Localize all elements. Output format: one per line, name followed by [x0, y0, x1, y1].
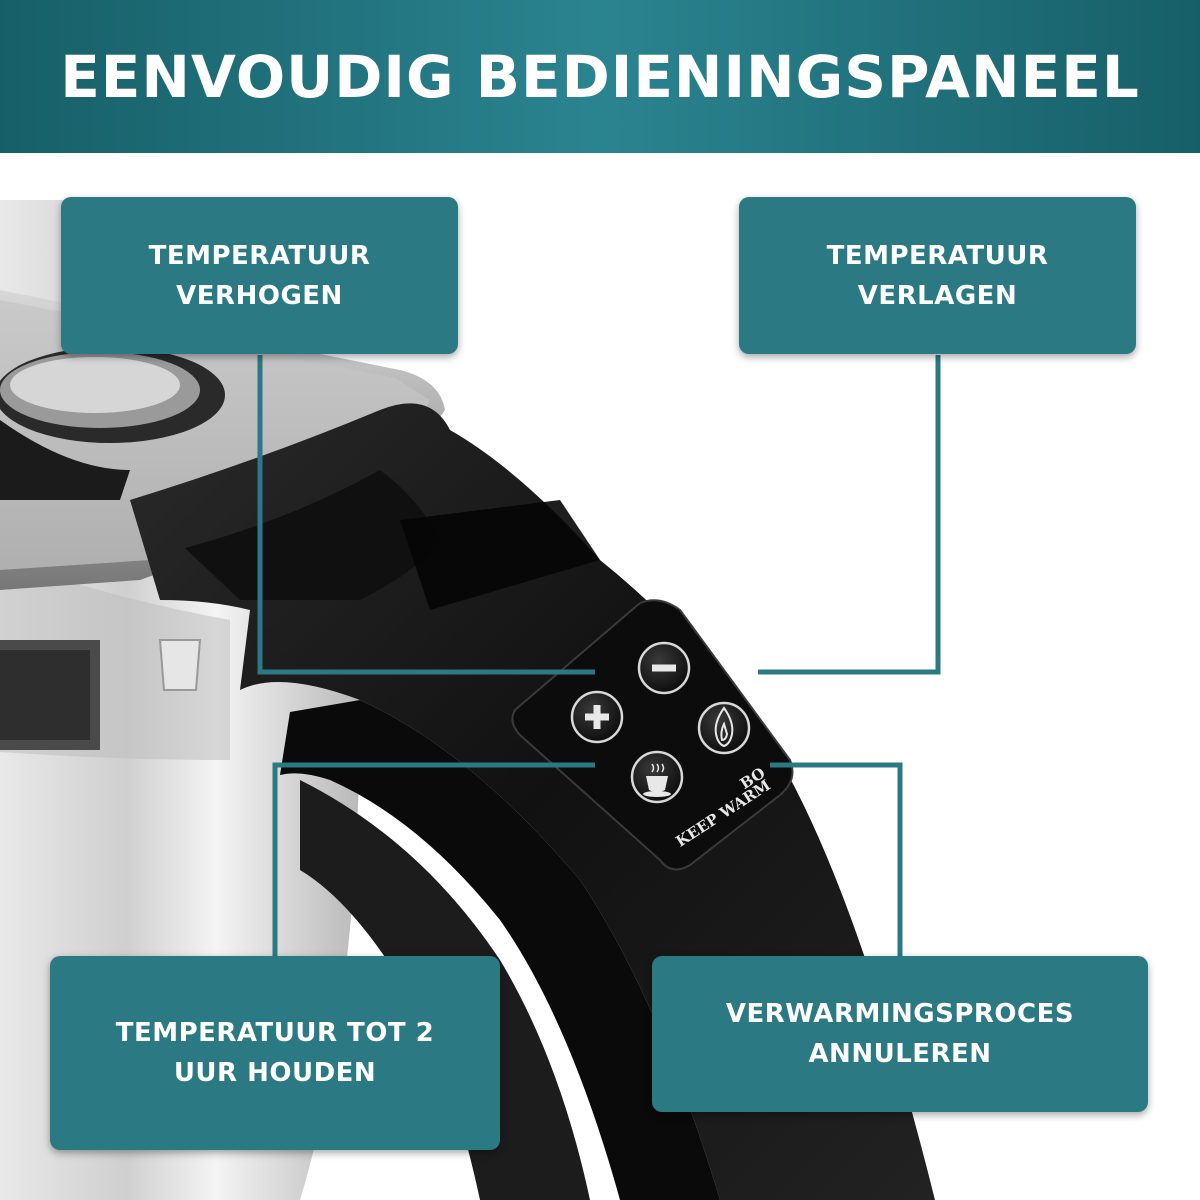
callout-line: TEMPERATUUR [148, 240, 371, 271]
callout-line: ANNULEREN [808, 1039, 992, 1069]
callout-verwarmingsproces-annuleren: VERWARMINGSPROCES ANNULEREN [652, 956, 1148, 1112]
callout-line: UUR HOUDEN [173, 1058, 377, 1088]
minus-button[interactable] [637, 641, 691, 695]
callout-line: VERHOGEN [176, 280, 343, 311]
control-panel: KEEP WARM BO [511, 599, 794, 871]
minus-icon [652, 664, 676, 672]
keep-warm-button[interactable] [630, 750, 684, 804]
callout-temperatuur-verhogen: TEMPERATUUR VERHOGEN [61, 197, 458, 354]
boil-button[interactable] [697, 701, 751, 755]
plus-button[interactable] [570, 690, 624, 744]
leader-lines [257, 355, 941, 956]
leader-line-houden [272, 762, 595, 956]
callout-line: VERLAGEN [857, 280, 1018, 311]
leader-line-annuleren [770, 762, 903, 956]
kettle-lid [0, 290, 445, 590]
callout-line: TEMPERATUUR [826, 240, 1049, 271]
callout-line: VERWARMINGSPROCES [725, 999, 1075, 1029]
callout-line: TEMPERATUUR TOT 2 [115, 1018, 435, 1048]
leader-line-verlagen [758, 355, 941, 675]
flame-icon [714, 706, 734, 748]
callout-temperatuur-houden: TEMPERATUUR TOT 2 UUR HOUDEN [50, 956, 500, 1150]
page-title: EENVOUDIG BEDIENINGSPANEEL [60, 42, 1140, 111]
header-banner: EENVOUDIG BEDIENINGSPANEEL [0, 0, 1200, 153]
callout-temperatuur-verlagen: TEMPERATUUR VERLAGEN [739, 197, 1136, 354]
leader-line-verhogen [257, 355, 595, 675]
plus-icon [585, 705, 609, 729]
cup-icon [643, 763, 671, 797]
